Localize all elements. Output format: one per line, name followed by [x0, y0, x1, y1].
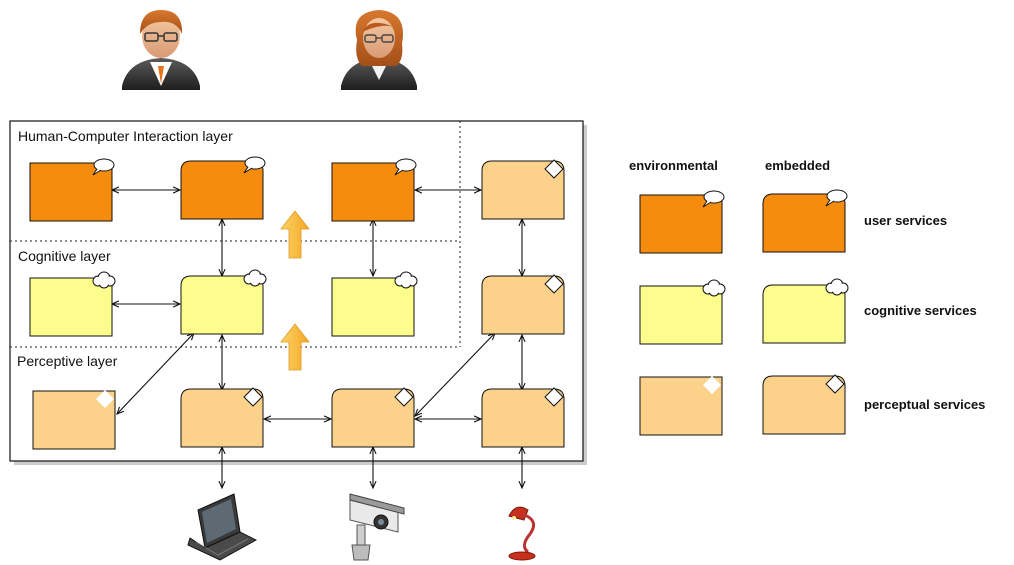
diamond-sensor-icon	[394, 387, 414, 407]
cognitive-environmental-service-box-2	[331, 271, 418, 337]
perceptive-layer-label: Perceptive layer	[17, 353, 118, 369]
laptop-icon	[187, 493, 258, 561]
legend-user-services-label: user services	[864, 213, 947, 228]
legend-embedded-perceptual-box	[762, 374, 846, 435]
thought-cloud-icon	[243, 269, 267, 287]
desk-lamp-icon	[508, 506, 536, 561]
legend-environmental-user-box	[639, 190, 725, 254]
thought-cloud-icon	[825, 278, 849, 296]
hci-embedded-service-box	[180, 156, 266, 220]
diamond-sensor-icon	[825, 374, 845, 394]
diamond-sensor-icon	[96, 390, 114, 408]
perceptual-embedded-box-laptop	[180, 387, 264, 448]
perceptual-environmental-box-left	[32, 390, 116, 450]
legend-cognitive-services-label: cognitive services	[864, 303, 977, 318]
diamond-sensor-icon	[703, 376, 721, 394]
embedded-perceptual-box-top	[481, 159, 565, 220]
legend-embedded-cognitive-box	[762, 278, 849, 344]
service-boxes	[29, 156, 849, 450]
cognitive-layer-label: Cognitive layer	[18, 248, 111, 264]
hci-environmental-service-box-2	[331, 158, 417, 222]
legend-environmental-cognitive-box	[639, 279, 726, 345]
woman-user-icon	[341, 10, 417, 90]
perceptual-embedded-box-camera	[331, 387, 415, 448]
perceptual-embedded-box-lamp	[481, 387, 565, 448]
cognitive-environmental-service-box	[29, 271, 116, 337]
speech-bubble-icon	[825, 189, 848, 207]
thought-cloud-icon	[394, 271, 418, 289]
legend-embedded-user-box	[762, 189, 848, 253]
thought-cloud-icon	[702, 279, 726, 297]
diamond-sensor-icon	[544, 274, 564, 294]
cognitive-embedded-service-box	[180, 269, 267, 335]
security-camera-icon	[349, 493, 405, 561]
diamond-sensor-icon	[544, 159, 564, 179]
legend-perceptual-services-label: perceptual services	[864, 397, 985, 412]
connections	[112, 190, 522, 488]
speech-bubble-icon	[394, 158, 417, 176]
man-user-icon	[122, 10, 200, 90]
speech-bubble-icon	[702, 190, 725, 208]
hci-environmental-service-box	[29, 158, 115, 222]
legend-environmental-perceptual-box	[639, 376, 723, 436]
diamond-sensor-icon	[544, 387, 564, 407]
legend-embedded-heading: embedded	[765, 158, 830, 173]
diamond-sensor-icon	[243, 387, 263, 407]
legend-environmental-heading: environmental	[629, 158, 718, 173]
speech-bubble-icon	[243, 156, 266, 174]
thought-cloud-icon	[92, 271, 116, 289]
speech-bubble-icon	[92, 158, 115, 176]
upward-arrow-1	[280, 210, 310, 259]
hci-layer-label: Human-Computer Interaction layer	[18, 128, 233, 144]
embedded-perceptual-box-middle	[481, 274, 565, 335]
upward-arrow-2	[280, 323, 310, 371]
